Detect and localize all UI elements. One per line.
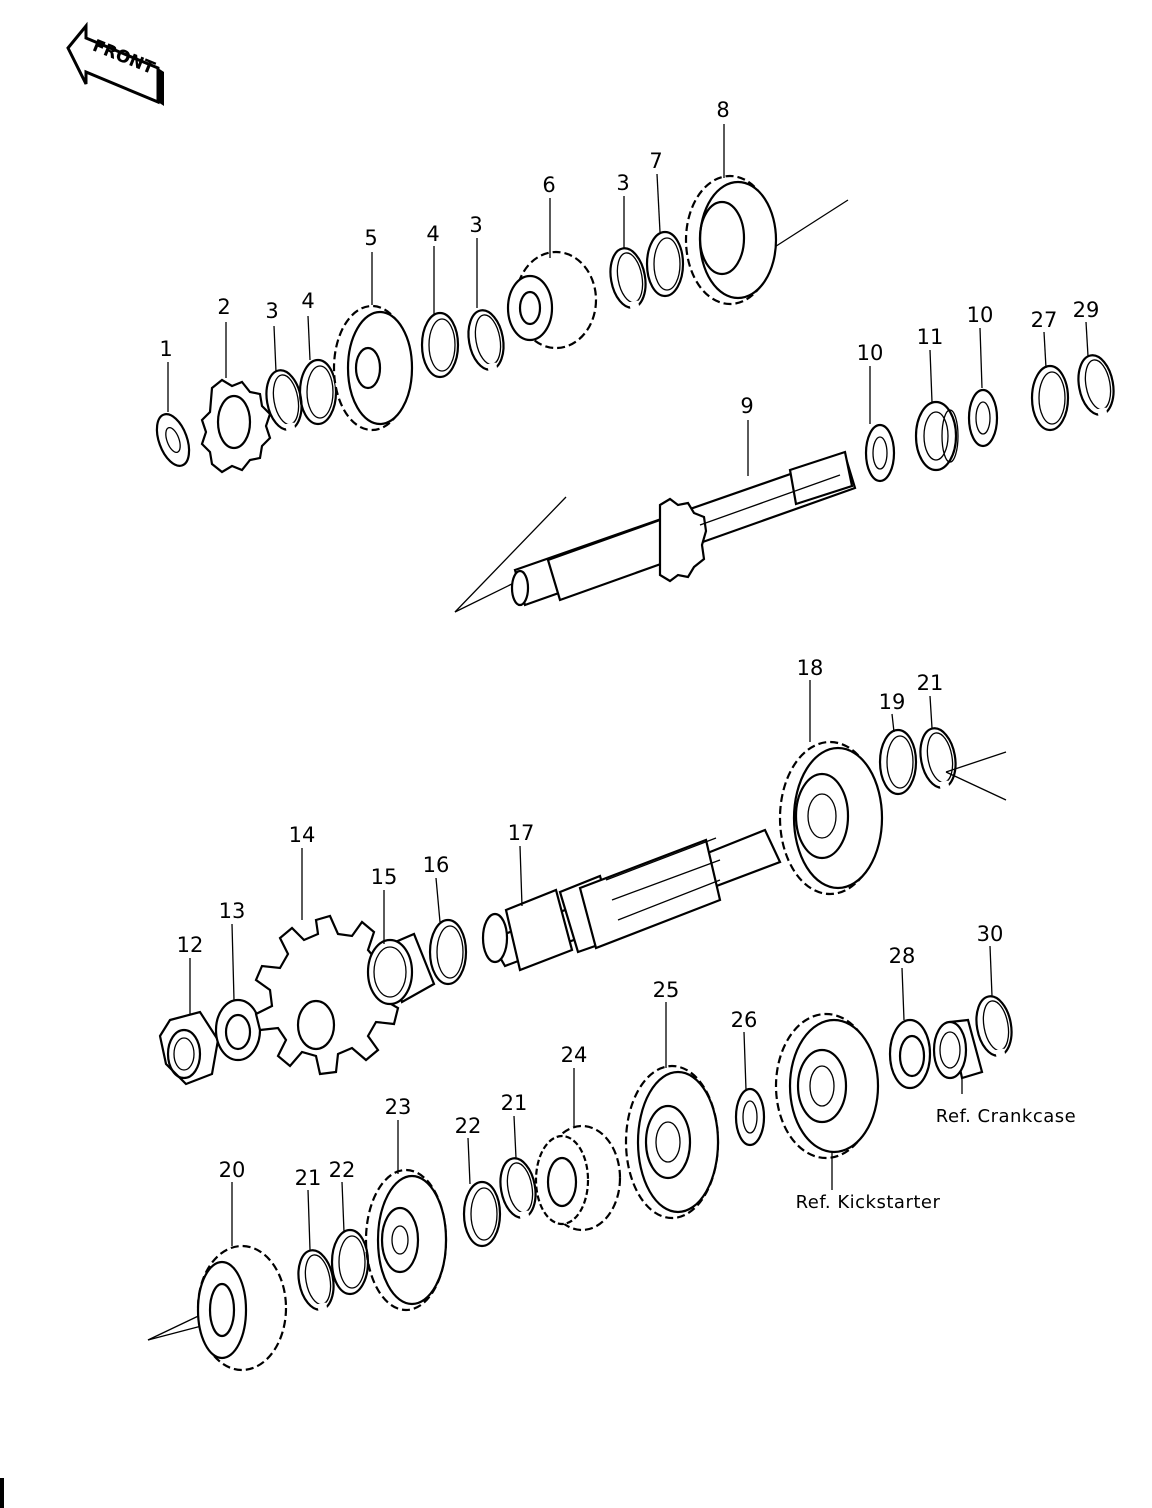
part-number-1: 1 [159, 337, 172, 361]
part-number-28: 28 [889, 944, 916, 968]
part-number-24: 24 [561, 1043, 588, 1067]
toothed-washer-part-4b [420, 311, 460, 379]
toothed-washer-part-22b [330, 1228, 370, 1296]
washer-part-13 [214, 998, 262, 1062]
part-number-29: 29 [1073, 298, 1100, 322]
part-number-23: 23 [385, 1095, 412, 1119]
part-number-11: 11 [917, 325, 944, 349]
toothed-washer-part-4 [298, 358, 338, 426]
washer-part-26 [734, 1087, 766, 1147]
circlip-part-3c [604, 244, 652, 315]
part-number-15: 15 [371, 865, 398, 889]
part-number-21: 21 [295, 1166, 322, 1190]
part-number-14: 14 [289, 823, 316, 847]
part-number-17: 17 [508, 821, 535, 845]
part-number-12: 12 [177, 933, 204, 957]
gear-part-8 [684, 174, 778, 306]
circlip-part-21b [494, 1154, 542, 1225]
part-number-16: 16 [423, 853, 450, 877]
axis-line [769, 199, 849, 251]
front-arrow-icon: FRONT [66, 21, 164, 106]
washer-part-28 [888, 1018, 932, 1090]
kickstarter-gear [774, 1012, 880, 1190]
part-number-20: 20 [219, 1158, 246, 1182]
gear-part-5 [332, 304, 414, 432]
part-number-10: 10 [857, 341, 884, 365]
part-number-3: 3 [616, 171, 629, 195]
output-shaft-part-17 [481, 828, 782, 972]
washer-part-19 [878, 728, 918, 796]
part-number-19: 19 [879, 690, 906, 714]
part-number-21: 21 [917, 671, 944, 695]
page-edge-mark [0, 1478, 4, 1508]
ring-part-27 [1030, 364, 1070, 432]
gear-part-20 [196, 1244, 288, 1372]
part-number-25: 25 [653, 978, 680, 1002]
leader-lines [167, 124, 1089, 1251]
gear-part-2 [200, 378, 272, 474]
gear-part-6 [506, 250, 598, 350]
part-number-22: 22 [329, 1158, 356, 1182]
washer-part-10 [864, 423, 896, 483]
circlip-part-21 [914, 724, 962, 795]
circlip-part-30 [970, 992, 1018, 1063]
axis-line [454, 579, 521, 613]
part-number-7: 7 [649, 149, 662, 173]
part-number-labels: 1 2 3 4 5 4 3 6 3 7 8 9 10 11 10 27 29 1… [159, 98, 1099, 1190]
gear-part-25 [624, 1064, 720, 1220]
o-ring-part-16 [428, 918, 468, 986]
ref-kickstarter-label: Ref. Kickstarter [796, 1192, 941, 1213]
washer-part-10b [967, 388, 999, 448]
part-number-26: 26 [731, 1008, 758, 1032]
axis-line [454, 496, 567, 613]
drive-shaft-assembly [155, 174, 1120, 613]
part-number-4: 4 [301, 289, 314, 313]
collar-part-15 [366, 932, 436, 1006]
ref-crankcase-label: Ref. Crankcase [936, 1106, 1076, 1127]
part-number-4: 4 [426, 222, 439, 246]
output-shaft-assembly: Ref. Crankcase Ref. Kickstarter [147, 724, 1076, 1372]
washer-part-1 [155, 413, 191, 467]
needle-bearing-part-11 [914, 400, 959, 472]
part-number-21: 21 [501, 1091, 528, 1115]
part-number-27: 27 [1031, 308, 1058, 332]
part-number-3: 3 [469, 213, 482, 237]
gear-part-18 [778, 740, 884, 896]
gear-part-24 [534, 1124, 622, 1232]
circlip-part-3b [462, 306, 510, 377]
toothed-washer-part-22 [462, 1180, 502, 1248]
part-number-10: 10 [967, 303, 994, 327]
part-number-9: 9 [740, 394, 753, 418]
part-number-30: 30 [977, 922, 1004, 946]
part-number-2: 2 [217, 295, 230, 319]
part-number-22: 22 [455, 1114, 482, 1138]
part-number-6: 6 [542, 173, 555, 197]
nut-part-12 [158, 1010, 220, 1086]
part-number-8: 8 [716, 98, 729, 122]
part-number-18: 18 [797, 656, 824, 680]
part-number-13: 13 [219, 899, 246, 923]
part-number-5: 5 [364, 226, 377, 250]
part-number-3: 3 [265, 299, 278, 323]
needle-bearing-crankcase [932, 1018, 984, 1094]
shaft-part-9 [510, 450, 857, 607]
axis-line [945, 771, 1007, 801]
washer-part-7 [645, 230, 685, 298]
circlip-part-29 [1072, 351, 1120, 422]
gear-part-23 [364, 1168, 448, 1312]
